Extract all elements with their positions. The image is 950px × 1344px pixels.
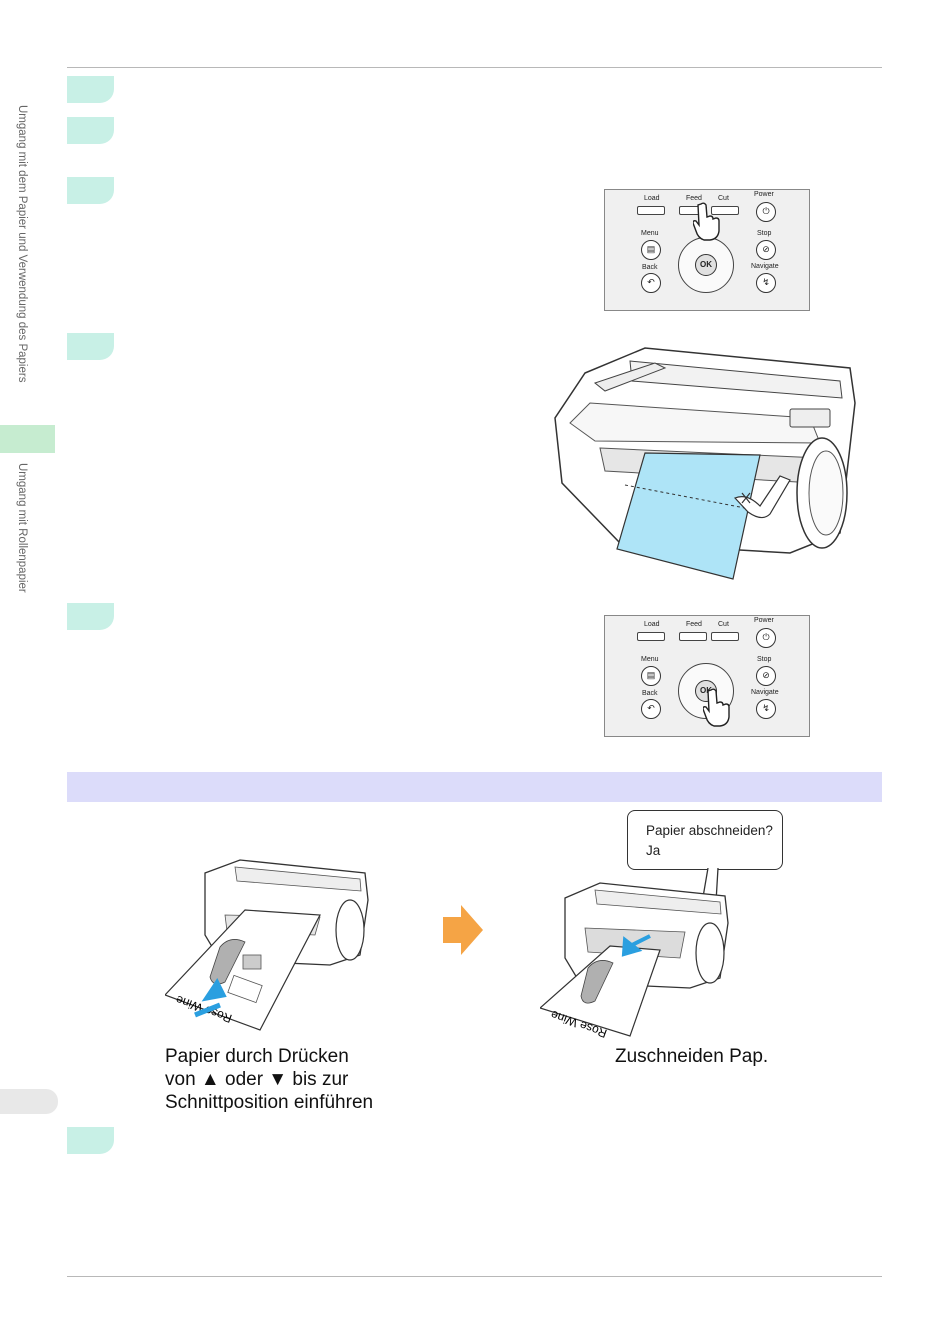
printer-cut-illustration: Rose Wine bbox=[540, 868, 729, 1038]
back-label: Back bbox=[642, 690, 658, 697]
power-label: Power bbox=[754, 191, 774, 198]
step-marker bbox=[67, 177, 114, 204]
caption-left-line3: Schnittposition einführen bbox=[165, 1092, 374, 1113]
caption-left-line1: Papier durch Drücken bbox=[165, 1046, 349, 1067]
printer-with-paper-illustration bbox=[554, 347, 856, 580]
message-bubble: Papier abschneiden? Ja bbox=[627, 810, 783, 870]
step-marker bbox=[67, 333, 114, 360]
menu-icon: ▤ bbox=[641, 666, 661, 686]
caption-left: Papier durch Drücken von ▲ oder ▼ bis zu… bbox=[165, 1045, 373, 1114]
feed-label: Feed bbox=[686, 195, 702, 202]
sidebar-active-tab bbox=[0, 425, 55, 453]
cut-label: Cut bbox=[718, 621, 729, 628]
bubble-answer: Ja bbox=[646, 843, 661, 858]
back-label: Back bbox=[642, 264, 658, 271]
power-icon: ⏻ bbox=[756, 202, 776, 222]
load-key bbox=[637, 632, 665, 641]
navigate-label: Navigate bbox=[751, 689, 779, 696]
cut-label: Cut bbox=[718, 195, 729, 202]
header-rule bbox=[67, 67, 882, 68]
scissors-icon bbox=[741, 492, 751, 504]
section-heading-bar bbox=[67, 772, 882, 802]
sidebar-page-tab bbox=[0, 1089, 58, 1114]
blue-arrow-icon bbox=[194, 978, 227, 1018]
ok-button: OK bbox=[695, 254, 717, 276]
orange-arrow-icon bbox=[443, 905, 483, 955]
step-marker bbox=[67, 1127, 114, 1154]
control-panel-ok: Load Feed Cut Power ⏻ Menu ▤ Stop ⊘ Back… bbox=[604, 615, 810, 737]
cut-key bbox=[711, 632, 739, 641]
control-panel-feed: Load Feed Cut Power ⏻ Menu ▤ Stop ⊘ Back… bbox=[604, 189, 810, 311]
menu-icon: ▤ bbox=[641, 240, 661, 260]
sidebar-section-label: Umgang mit Rollenpapier bbox=[16, 463, 28, 593]
feed-label: Feed bbox=[686, 621, 702, 628]
blue-arrow-icon bbox=[621, 934, 651, 957]
cut-key bbox=[711, 206, 739, 215]
footer-rule bbox=[67, 1276, 882, 1277]
navigate-icon: ↯ bbox=[756, 699, 776, 719]
navigate-label: Navigate bbox=[751, 263, 779, 270]
hand-cutting-icon bbox=[733, 475, 791, 519]
caption-right: Zuschneiden Pap. bbox=[615, 1046, 769, 1067]
printer-feed-illustration: Rose Wine bbox=[165, 859, 369, 1031]
stop-label: Stop bbox=[757, 656, 772, 663]
back-icon: ↶ bbox=[641, 273, 661, 293]
back-icon: ↶ bbox=[641, 699, 661, 719]
stop-icon: ⊘ bbox=[756, 666, 776, 686]
load-label: Load bbox=[644, 621, 660, 628]
load-key bbox=[637, 206, 665, 215]
step-marker bbox=[67, 603, 114, 630]
feed-key bbox=[679, 632, 707, 641]
bubble-question: Papier abschneiden? bbox=[646, 823, 773, 838]
stop-label: Stop bbox=[757, 230, 772, 237]
step-marker bbox=[67, 76, 114, 103]
power-icon: ⏻ bbox=[756, 628, 776, 648]
load-label: Load bbox=[644, 195, 660, 202]
navigate-icon: ↯ bbox=[756, 273, 776, 293]
pointing-hand-icon bbox=[693, 202, 720, 241]
caption-left-line2: von ▲ oder ▼ bis zur bbox=[165, 1069, 349, 1090]
sidebar-chapter-label: Umgang mit dem Papier und Verwendung des… bbox=[16, 105, 28, 383]
pointing-hand-icon bbox=[703, 688, 730, 727]
menu-label: Menu bbox=[641, 656, 659, 663]
menu-label: Menu bbox=[641, 230, 659, 237]
step-marker bbox=[67, 117, 114, 144]
stop-icon: ⊘ bbox=[756, 240, 776, 260]
power-label: Power bbox=[754, 617, 774, 624]
